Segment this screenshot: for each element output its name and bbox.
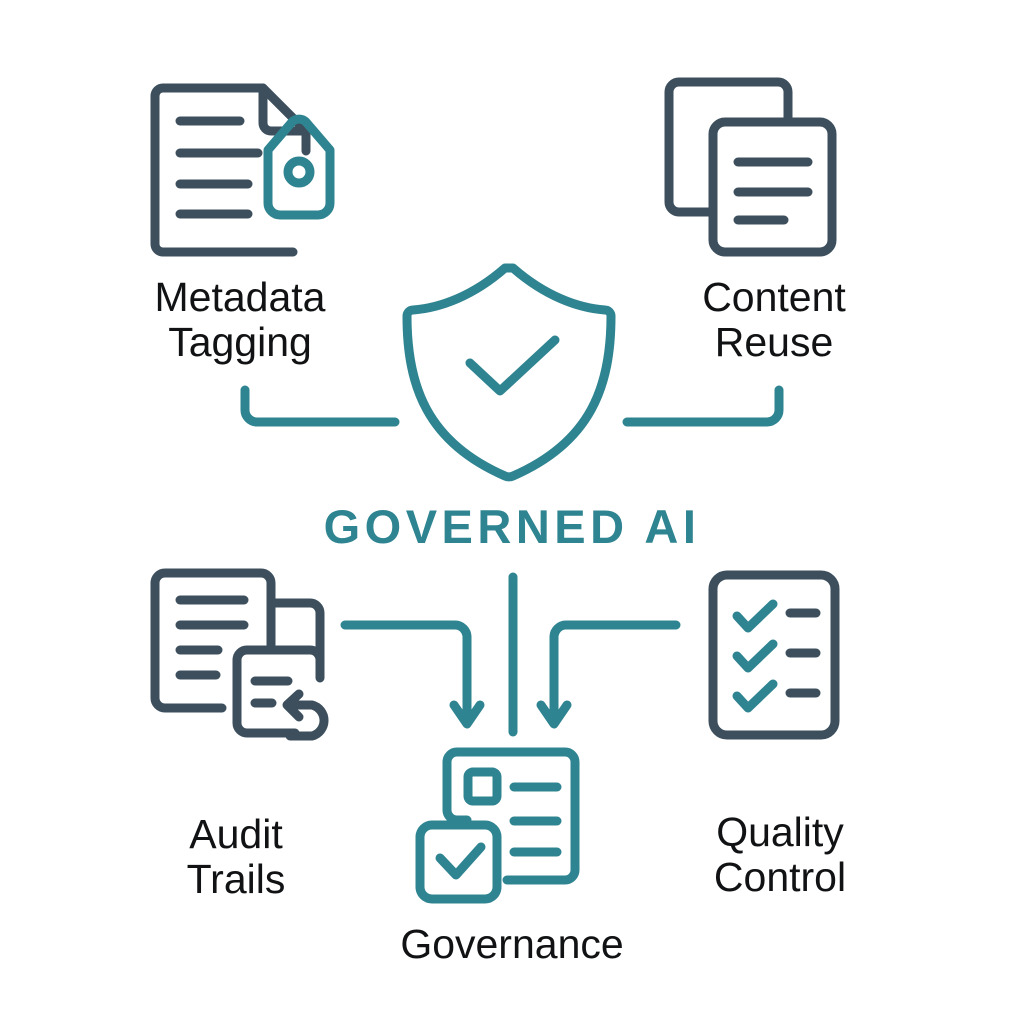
label-quality-control: Quality Control [713, 809, 847, 900]
connector-quality [549, 620, 681, 726]
stacked-documents-icon [664, 77, 837, 257]
connector-content-reuse [622, 385, 784, 427]
label-content-reuse: Content Reuse [702, 274, 846, 365]
checklist-icon [708, 570, 840, 740]
shield-check-icon [402, 263, 616, 482]
connector-quality-arrowhead [536, 700, 572, 729]
label-governance: Governance [400, 921, 624, 967]
governance-panel-check-icon [415, 747, 580, 904]
connector-metadata [240, 385, 400, 427]
document-tag-icon [150, 83, 335, 257]
connector-audit-arrowhead [449, 700, 485, 729]
center-title: GOVERNED AI [323, 500, 701, 553]
label-metadata-tagging: Metadata Tagging [154, 274, 326, 365]
label-audit-trails: Audit Trails [186, 811, 286, 902]
connector-audit [340, 620, 472, 726]
document-revert-icon [150, 568, 329, 741]
